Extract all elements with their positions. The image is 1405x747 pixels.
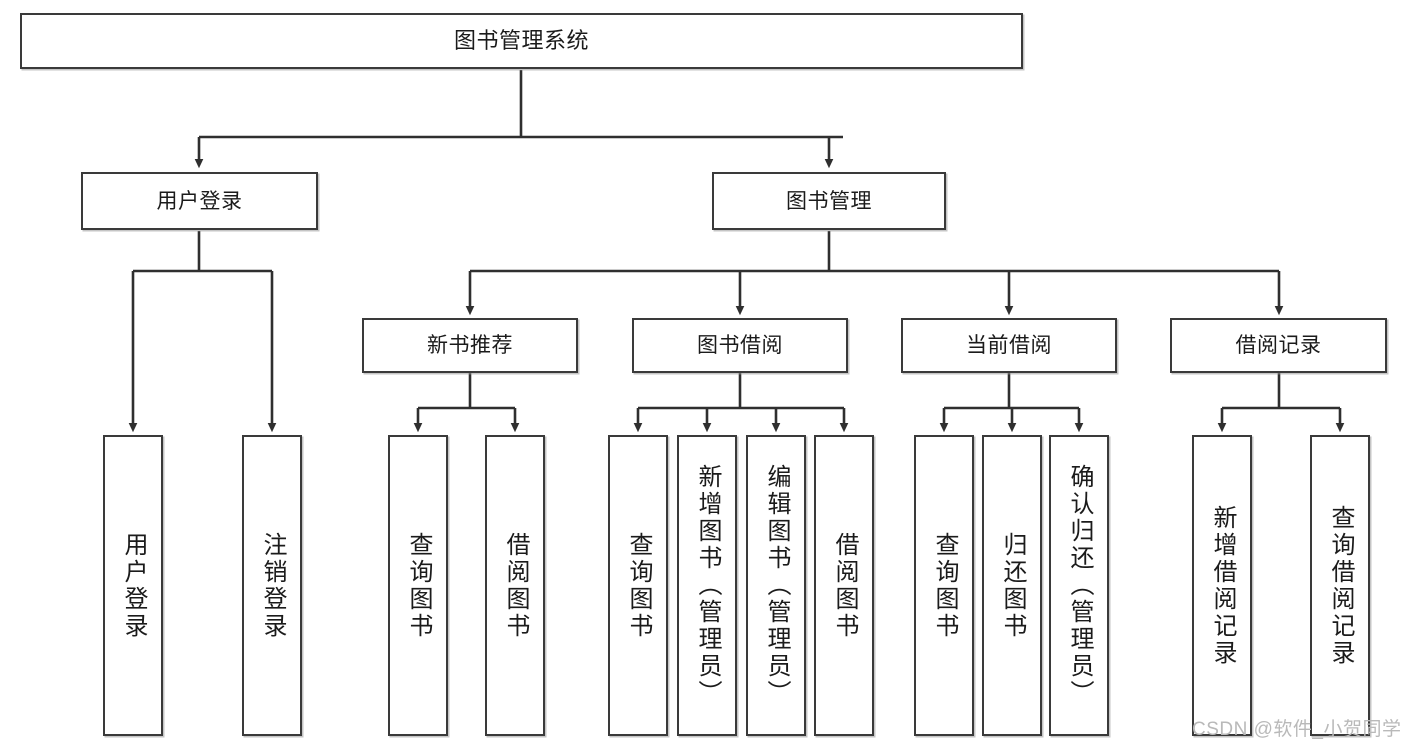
node-leaf-return-book[interactable]: 归还图书 xyxy=(982,435,1042,736)
node-leaf-borrow-book-2[interactable]: 借阅图书 xyxy=(814,435,874,736)
node-book-borrow[interactable]: 图书借阅 xyxy=(632,318,848,373)
node-label: 用户登录 xyxy=(120,531,147,640)
node-borrow-record[interactable]: 借阅记录 xyxy=(1170,318,1387,373)
node-label: 图书借阅 xyxy=(697,334,783,357)
node-leaf-user-login[interactable]: 用户登录 xyxy=(103,435,163,736)
node-label: 当前借阅 xyxy=(966,334,1052,357)
node-label: 查询图书 xyxy=(625,531,652,640)
node-label: 编辑图书（管理员） xyxy=(763,464,790,707)
node-leaf-confirm-return[interactable]: 确认归还（管理员） xyxy=(1049,435,1109,736)
node-label: 借阅图书 xyxy=(831,531,858,640)
node-label: 新增借阅记录 xyxy=(1209,504,1236,667)
node-label: 确认归还（管理员） xyxy=(1066,464,1093,707)
node-leaf-add-record[interactable]: 新增借阅记录 xyxy=(1192,435,1252,736)
node-leaf-add-book[interactable]: 新增图书（管理员） xyxy=(677,435,737,736)
node-new-book-recommend[interactable]: 新书推荐 xyxy=(362,318,578,373)
node-leaf-edit-book[interactable]: 编辑图书（管理员） xyxy=(746,435,806,736)
node-label: 注销登录 xyxy=(259,531,286,640)
node-label: 借阅图书 xyxy=(502,531,529,640)
node-label: 图书管理系统 xyxy=(453,28,589,53)
node-leaf-query-book-3[interactable]: 查询图书 xyxy=(914,435,974,736)
node-label: 归还图书 xyxy=(999,531,1026,640)
node-label: 查询借阅记录 xyxy=(1327,504,1354,667)
node-leaf-query-record[interactable]: 查询借阅记录 xyxy=(1310,435,1370,736)
node-leaf-query-book-1[interactable]: 查询图书 xyxy=(388,435,448,736)
node-leaf-logout-login[interactable]: 注销登录 xyxy=(242,435,302,736)
node-book-management[interactable]: 图书管理 xyxy=(712,172,946,230)
node-leaf-borrow-book-1[interactable]: 借阅图书 xyxy=(485,435,545,736)
node-current-borrow[interactable]: 当前借阅 xyxy=(901,318,1117,373)
node-label: 新书推荐 xyxy=(427,334,513,357)
csdn-watermark: CSDN @软件_小贺同学 xyxy=(1192,719,1402,740)
node-label: 查询图书 xyxy=(931,531,958,640)
node-label: 查询图书 xyxy=(405,531,432,640)
node-label: 用户登录 xyxy=(156,189,243,213)
node-label: 图书管理 xyxy=(786,189,872,213)
node-root-system[interactable]: 图书管理系统 xyxy=(20,13,1023,69)
node-leaf-query-book-2[interactable]: 查询图书 xyxy=(608,435,668,736)
node-label: 借阅记录 xyxy=(1235,334,1322,357)
node-user-login[interactable]: 用户登录 xyxy=(81,172,318,230)
node-label: 新增图书（管理员） xyxy=(694,464,721,707)
